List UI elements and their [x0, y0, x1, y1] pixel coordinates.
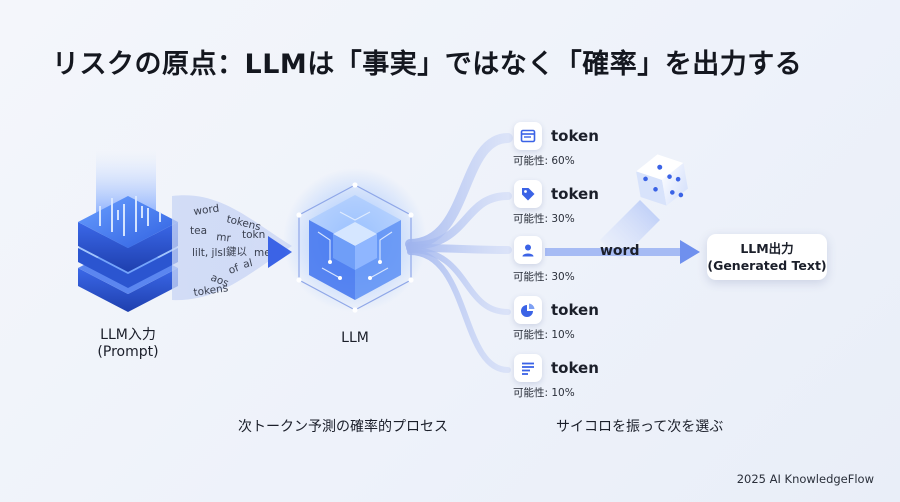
- output-label-line2: (Generated Text): [707, 258, 827, 273]
- token-chip-1: [514, 122, 542, 150]
- user-icon: [522, 244, 534, 257]
- output-box: LLM出力 (Generated Text): [707, 234, 827, 280]
- pie-chart-icon: [521, 303, 535, 317]
- token-chip-4: [514, 296, 542, 324]
- caption-right: サイコロを振って次を選ぶ: [556, 419, 724, 435]
- stream-word: tokens: [193, 282, 229, 299]
- token-label-4: token: [551, 301, 599, 319]
- token-label-2: token: [551, 185, 599, 203]
- probability-branches: [405, 133, 513, 373]
- stream-word: of: [227, 262, 241, 277]
- token-label-1: token: [551, 127, 599, 145]
- stream-word: al: [242, 257, 254, 271]
- stream-word: tokn: [242, 229, 265, 241]
- token-prob-5: 可能性: 10%: [513, 387, 575, 399]
- stream-word: 鍵以: [226, 245, 247, 258]
- prompt-chip-icon: [78, 150, 178, 312]
- token-label-5: token: [551, 359, 599, 377]
- stream-word: word: [193, 202, 220, 217]
- output-arrow-icon: [680, 240, 700, 264]
- dice-icon: [600, 154, 688, 260]
- stream-word: tea: [190, 225, 207, 237]
- input-label: LLM入力 (Prompt): [78, 324, 178, 360]
- token-prob-4: 可能性: 10%: [513, 329, 575, 341]
- token-chip-3: [514, 236, 542, 264]
- tag-icon: [522, 188, 535, 201]
- model-label: LLM: [341, 330, 369, 346]
- token-prob-1: 可能性: 60%: [513, 155, 575, 167]
- token-chip-5: [514, 354, 542, 382]
- input-label-line1: LLM入力: [100, 327, 156, 343]
- token-prob-2: 可能性: 30%: [513, 213, 575, 225]
- document-icon: [522, 362, 534, 375]
- selected-word: word: [600, 243, 640, 259]
- llm-cube-icon: [283, 168, 427, 313]
- stream-word: lilt, jlsl: [192, 247, 226, 259]
- output-label-line1: LLM出力: [740, 241, 794, 256]
- caption-left: 次トークン予測の確率的プロセス: [238, 419, 448, 435]
- token-stream-band: [172, 195, 292, 301]
- token-prob-3: 可能性: 30%: [513, 271, 575, 283]
- token-chip-2: [514, 180, 542, 208]
- stream-word: mr: [216, 231, 232, 245]
- input-label-line2: (Prompt): [97, 344, 159, 360]
- input-arrow-icon: [268, 236, 292, 268]
- window-icon: [520, 129, 536, 143]
- footer-credit: 2025 AI KnowledgeFlow: [736, 472, 874, 486]
- page-title: リスクの原点：LLMは「事実」ではなく「確率」を出力する: [52, 49, 803, 80]
